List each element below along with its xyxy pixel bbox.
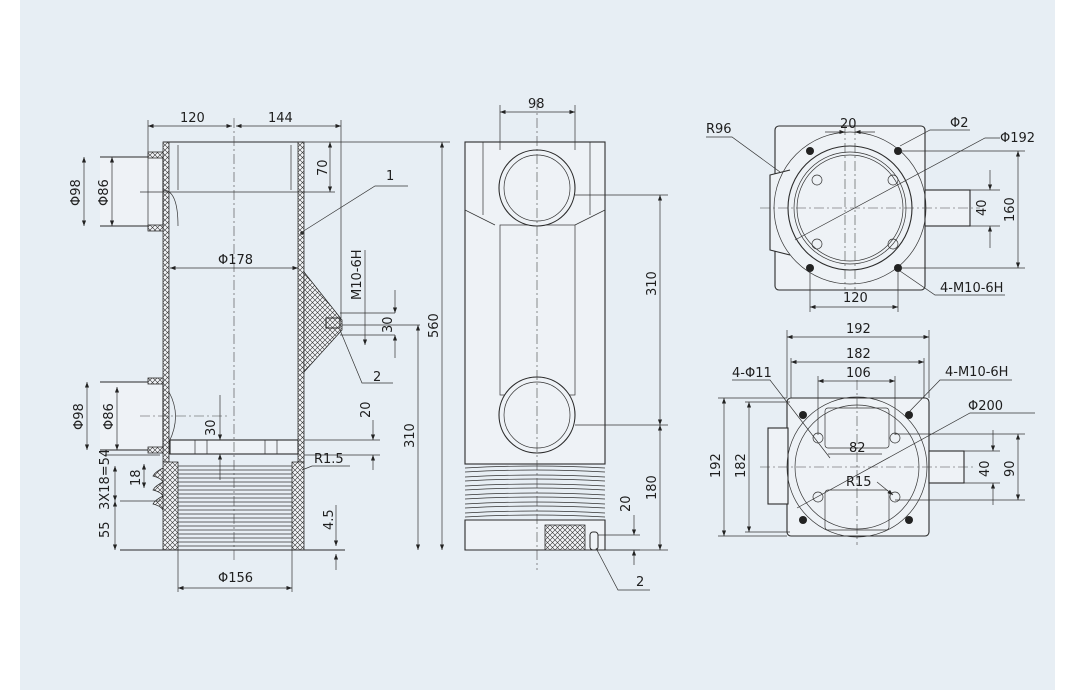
through-holes-spec: 4-Φ11 <box>732 366 772 381</box>
rib <box>464 474 606 482</box>
rib <box>464 510 606 518</box>
dim-top-stub: 40 <box>975 199 990 216</box>
dim-pipe-inner-lower: Φ86 <box>102 403 117 430</box>
dim-outer-height: 192 <box>709 453 724 478</box>
rib <box>464 465 606 473</box>
dim-hole-span: 106 <box>846 366 871 381</box>
dim-pipe-outer-upper: Φ98 <box>69 179 84 206</box>
dim-front-width: 98 <box>528 97 545 112</box>
dim-width-left: 120 <box>180 111 205 126</box>
dim-pipe-inner-upper: Φ86 <box>97 179 112 206</box>
front-view: 98 310 180 20 2 <box>464 97 668 591</box>
top-holes-spec: 4-M10-6H <box>940 281 1003 296</box>
dim-front-lower-height: 180 <box>645 475 660 500</box>
threaded-holes-spec: 4-M10-6H <box>945 365 1008 380</box>
dim-base-height: 55 <box>98 521 113 538</box>
bolt-hole <box>799 516 807 524</box>
dim-bottom-circle: Φ200 <box>968 399 1003 414</box>
bolt-hole <box>806 147 814 155</box>
dim-front-insert: 20 <box>619 495 634 512</box>
dim-stub-span: 90 <box>1003 460 1018 477</box>
callout-2: 2 <box>373 370 381 385</box>
side-section-view: 120 144 70 Φ98 Φ86 Φ98 Φ86 Φ178 M10-6H 3… <box>69 111 450 592</box>
dim-hole-span-h: 120 <box>843 291 868 306</box>
dim-insert-height: 30 <box>204 419 219 436</box>
bottom-view: 192 182 106 4-Φ11 4-M10-6H Φ200 82 R15 1… <box>709 322 1035 545</box>
callout-1: 1 <box>386 169 394 184</box>
dim-outer-width: 192 <box>846 322 871 337</box>
rib <box>464 492 606 500</box>
bolt-hole <box>806 264 814 272</box>
dim-bottom-stub: 40 <box>978 460 993 477</box>
dim-bore: Φ178 <box>218 253 253 268</box>
dim-base-bore: Φ156 <box>218 571 253 586</box>
dim-total-height: 560 <box>427 313 442 338</box>
dim-front-upper-height: 310 <box>645 271 660 296</box>
dim-width-right: 144 <box>268 111 293 126</box>
dim-bottom-radius: R15 <box>846 475 872 490</box>
dim-hole-span-v: 160 <box>1003 197 1018 222</box>
dim-radius: R1.5 <box>314 452 344 467</box>
dim-top-height: 70 <box>316 159 331 176</box>
bolt-hole <box>894 264 902 272</box>
dim-top-circle: Φ192 <box>1000 131 1035 146</box>
rib <box>464 483 606 491</box>
dim-pipe-outer-lower: Φ98 <box>72 403 87 430</box>
mounting-boss <box>303 270 343 374</box>
dim-ring-height: 20 <box>359 401 374 418</box>
dim-inner-height: 182 <box>734 453 749 478</box>
thread-spec: M10-6H <box>350 250 365 301</box>
dim-base-offset: 4.5 <box>322 509 337 530</box>
dim-rib-spacing: 3X18=54 <box>98 449 113 510</box>
dim-inner-span: 82 <box>849 441 866 456</box>
bolt-hole <box>905 411 913 419</box>
dim-slot-width: 20 <box>840 117 857 132</box>
bolt-hole <box>799 411 807 419</box>
right-wall <box>297 141 305 463</box>
rib <box>464 501 606 509</box>
dim-rib-pitch: 18 <box>129 469 144 486</box>
front-callout-2: 2 <box>636 575 644 590</box>
dim-pin: Φ2 <box>950 116 969 131</box>
dim-top-radius: R96 <box>706 122 732 137</box>
bolt-hole <box>894 147 902 155</box>
dim-inner-width: 182 <box>846 347 871 362</box>
dim-lower-height: 310 <box>403 423 418 448</box>
bolt-hole <box>905 516 913 524</box>
top-view: 20 R96 Φ2 Φ192 40 160 120 4-M10-6H <box>706 116 1035 312</box>
